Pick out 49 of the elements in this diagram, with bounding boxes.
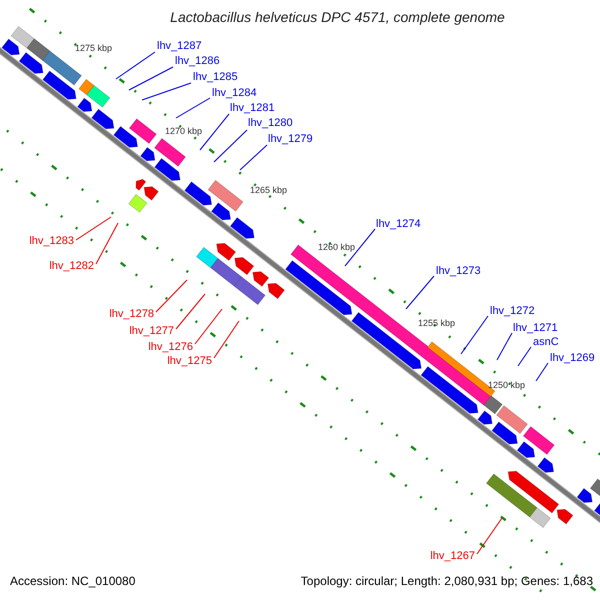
gene-label: asnC	[533, 337, 559, 348]
scale-label: 1255 kbp	[418, 319, 456, 328]
title: Lactobacillus helveticus DPC 4571, complete genome	[169, 10, 506, 24]
gene-label: lhv_1272	[490, 306, 535, 317]
gene-label: lhv_1276	[148, 342, 193, 353]
gene-label: lhv_1274	[376, 219, 421, 230]
scale-label: 1260 kbp	[318, 243, 356, 252]
leader-line	[200, 114, 230, 150]
leader-line	[156, 280, 188, 312]
gene-label: lhv_1286	[175, 56, 220, 67]
leader-line	[536, 362, 548, 382]
leader-line	[344, 228, 376, 266]
scale-label: 1270 kbp	[165, 127, 202, 136]
leader-line	[176, 294, 206, 330]
leader-line	[460, 316, 488, 354]
leader-line	[214, 130, 248, 162]
gene-label: lhv_1285	[193, 72, 238, 83]
leader-line	[214, 320, 240, 358]
leader-line	[518, 346, 532, 366]
gene-label: lhv_1267	[430, 551, 475, 562]
leader-line	[116, 52, 156, 80]
scale-label: 1250 kbp	[488, 381, 526, 390]
leader-line	[240, 144, 268, 170]
leader-line	[128, 66, 174, 90]
gene-label: lhv_1277	[129, 326, 174, 337]
leader-line	[496, 332, 512, 360]
leader-line	[406, 276, 434, 310]
gene-label: lhv_1269	[550, 353, 595, 364]
gene-label: lhv_1278	[109, 309, 154, 320]
gene-label: lhv_1287	[157, 41, 202, 52]
gene-label: lhv_1284	[212, 88, 257, 99]
leader-line	[194, 308, 222, 344]
leader-line	[476, 518, 502, 554]
gene-label: lhv_1273	[436, 266, 481, 277]
gene-label: lhv_1283	[29, 236, 74, 247]
leader-line	[176, 98, 210, 118]
leader-line	[76, 216, 112, 240]
gene-label: lhv_1271	[513, 323, 558, 334]
gene-label: lhv_1280	[248, 118, 293, 129]
gene-label: lhv_1281	[230, 103, 275, 114]
gene-label: lhv_1275	[167, 356, 212, 367]
scale-label: 1265 kbp	[250, 186, 288, 195]
footer-text: Topology: circular; Length: 2,080,931 bp; Genes: 1,683	[300, 575, 593, 587]
leader-line	[142, 82, 192, 100]
gene-label: lhv_1282	[49, 261, 94, 272]
footer-text: Accession: NC_010080	[10, 575, 136, 587]
scale-label: 1275 kbp	[75, 44, 112, 53]
leader-line	[96, 222, 118, 264]
gene-label: lhv_1279	[268, 134, 313, 145]
